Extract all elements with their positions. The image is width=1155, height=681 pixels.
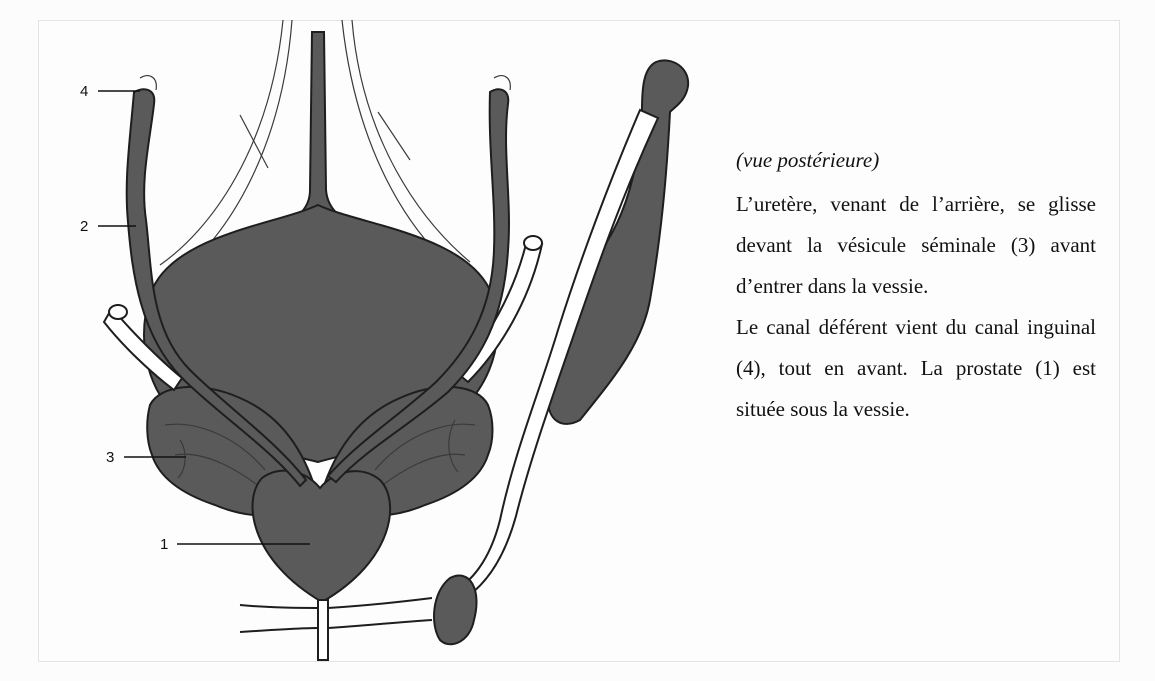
pubic-bone-lower bbox=[434, 576, 476, 645]
callout-1: 1 bbox=[160, 537, 168, 552]
description-text: (vue postérieure) L’uretère, venant de l… bbox=[736, 145, 1096, 430]
paragraph-vas-deferens: Le canal déférent vient du canal inguina… bbox=[736, 307, 1096, 430]
paragraph-ureter: L’uretère, venant de l’arrière, se gliss… bbox=[736, 184, 1096, 307]
callout-3: 3 bbox=[106, 450, 114, 465]
callout-4: 4 bbox=[80, 84, 88, 99]
callout-2: 2 bbox=[80, 219, 88, 234]
pubic-bone-upper bbox=[548, 60, 688, 423]
view-label: (vue postérieure) bbox=[736, 145, 1096, 175]
urethra bbox=[318, 600, 328, 660]
prostate bbox=[253, 471, 391, 602]
